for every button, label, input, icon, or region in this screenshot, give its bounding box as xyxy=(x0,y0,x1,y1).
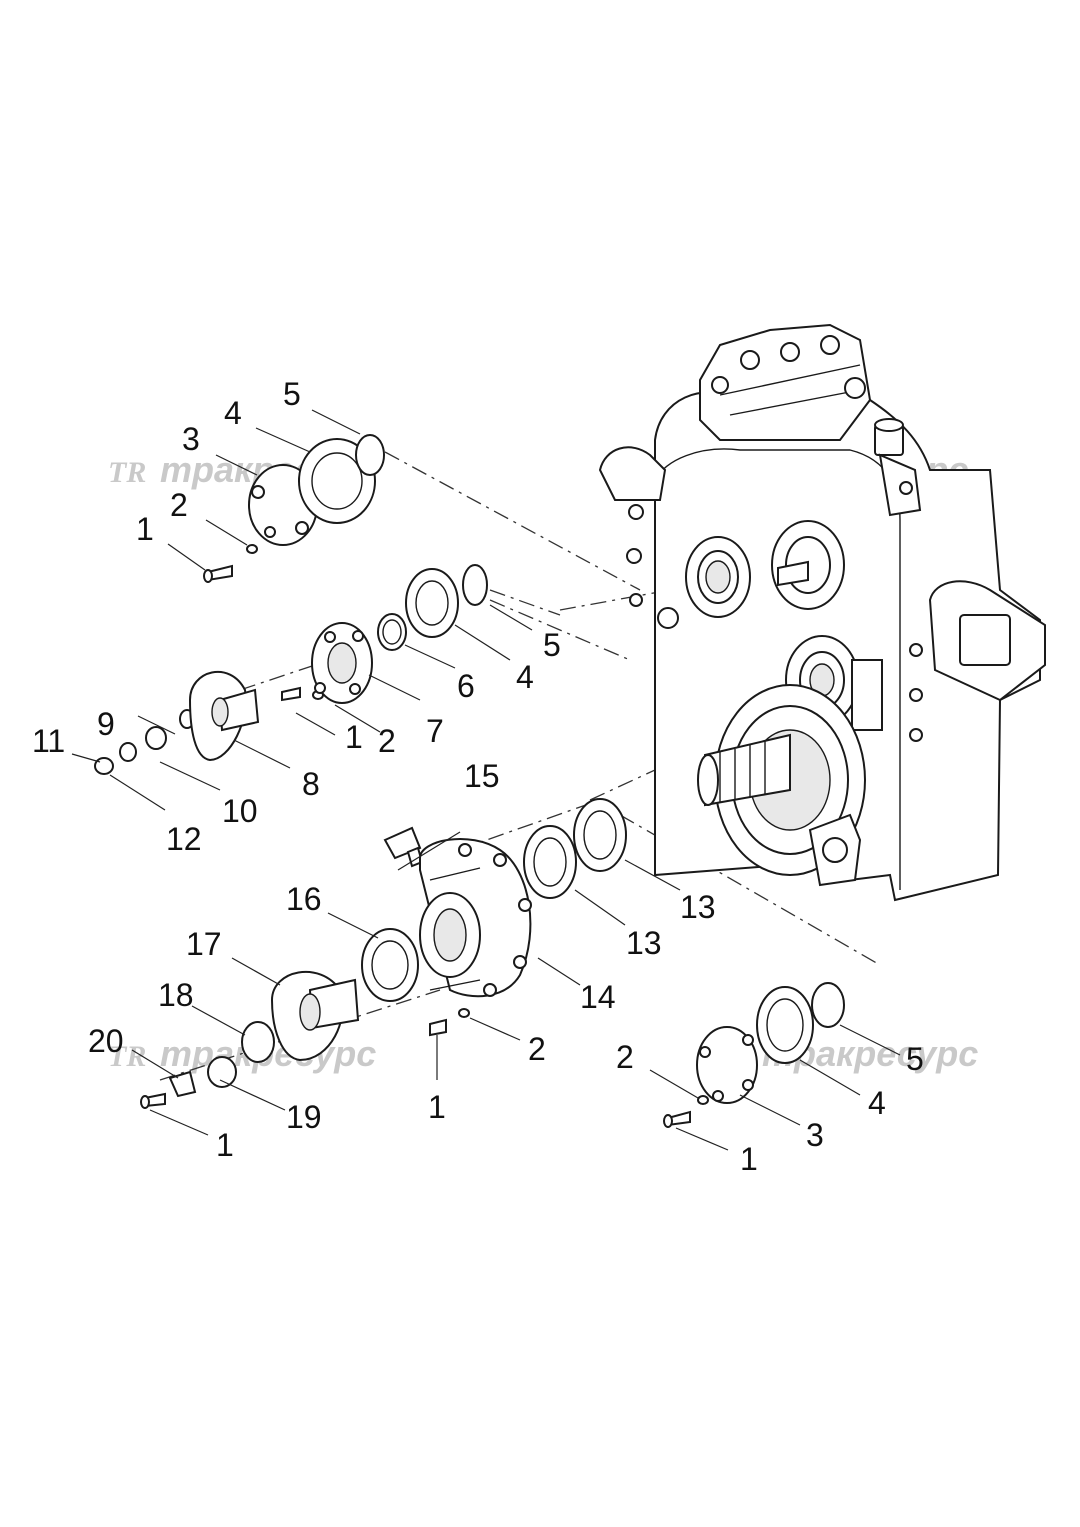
cover-group-top xyxy=(203,434,385,583)
callout-label: 1 xyxy=(428,1089,446,1125)
callout-label: 2 xyxy=(528,1031,546,1067)
callout-label: 8 xyxy=(302,766,320,802)
callout-label: 10 xyxy=(222,793,258,829)
callout-label: 2 xyxy=(616,1039,634,1075)
callout-label: 2 xyxy=(378,723,396,759)
callout-label: 5 xyxy=(906,1041,924,1077)
callout-label: 1 xyxy=(216,1127,234,1163)
callout-label: 5 xyxy=(283,376,301,412)
callout-label: 2 xyxy=(170,487,188,523)
callout-label: 1 xyxy=(345,719,363,755)
callout-label: 18 xyxy=(158,977,194,1013)
callout-label: 1 xyxy=(740,1141,758,1177)
callout-label: 13 xyxy=(626,925,662,961)
callout-label: 7 xyxy=(426,713,444,749)
yoke-group-left xyxy=(94,671,260,775)
callout-label: 4 xyxy=(868,1085,886,1121)
callout-label: 5 xyxy=(543,627,561,663)
flange-group-middle xyxy=(281,564,488,704)
hub-group-center xyxy=(361,798,627,1037)
callout-label: 1 xyxy=(136,511,154,547)
callout-label: 19 xyxy=(286,1099,322,1135)
callout-label: 13 xyxy=(680,889,716,925)
watermark-logo: TR xyxy=(108,456,146,489)
yoke-group-lower xyxy=(140,971,360,1109)
callout-label: 4 xyxy=(516,659,534,695)
cover-group-lower xyxy=(663,982,845,1128)
callout-label: 15 xyxy=(464,758,500,794)
leader-lines xyxy=(71,409,901,1151)
gearbox-housing xyxy=(598,323,1046,902)
callout-label: 9 xyxy=(97,706,115,742)
callout-label: 3 xyxy=(806,1117,824,1153)
callout-label: 11 xyxy=(32,723,65,759)
callout-label: 16 xyxy=(286,881,322,917)
callout-label: 14 xyxy=(580,979,616,1015)
callout-label: 3 xyxy=(182,421,200,457)
callout-label: 12 xyxy=(166,821,202,857)
callout-label: 6 xyxy=(457,668,475,704)
callout-labels: 1 2 3 4 5 1 2 4 5 6 7 8 9 10 11 12 13 13… xyxy=(32,376,924,1177)
watermark-logo: TR xyxy=(108,1040,146,1073)
callout-label: 4 xyxy=(224,395,242,431)
callout-label: 20 xyxy=(88,1023,124,1059)
callout-label: 17 xyxy=(186,926,222,962)
